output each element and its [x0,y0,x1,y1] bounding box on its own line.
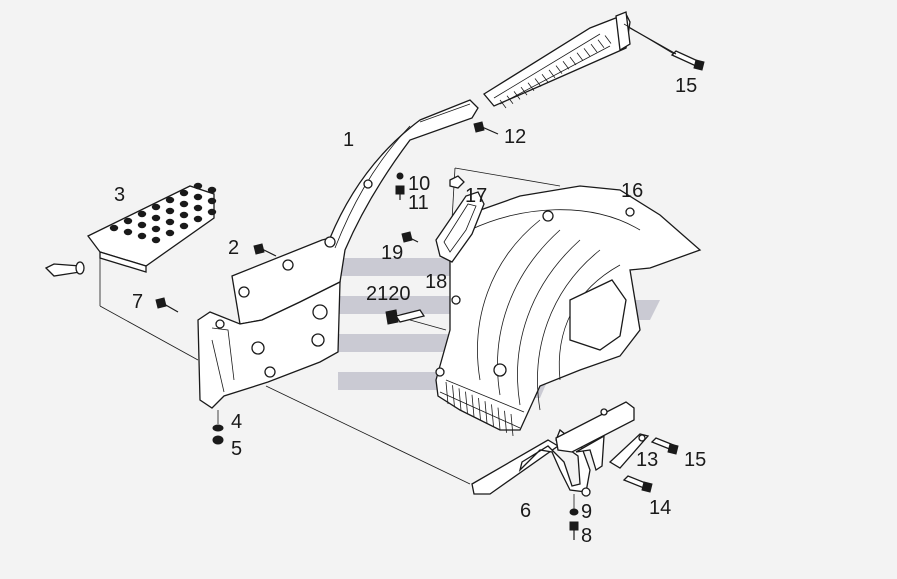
footplate-hole [165,218,175,226]
footplate-hole [109,224,119,232]
footplate-hole [193,215,203,223]
label-7: 7 [132,291,143,313]
footplate-hole [137,210,147,218]
footplate-hole [179,189,189,197]
footplate-hole [193,204,203,212]
footplate-hole [137,221,147,229]
rail-rib [527,82,535,92]
top-rail-assembly [483,11,705,109]
rail-rib [604,35,612,44]
label-3: 3 [114,184,125,206]
label-11: 11 [408,192,429,214]
label-12: 12 [504,126,526,148]
rail-rib [534,78,542,87]
label-8: 8 [581,525,592,547]
footplate-hole [151,236,161,244]
footplate-hole [179,200,189,208]
rail-rib [562,61,570,70]
rail-rib [499,99,507,109]
footplate-hole [165,207,175,215]
rail-rib [569,56,577,66]
label-5: 5 [231,438,242,460]
footplate-holes [109,182,217,244]
rail-rib [590,43,598,53]
label-16: 16 [621,180,643,202]
rail-rib [576,52,584,61]
label-2: 2 [228,237,239,259]
footplate-hole [179,222,189,230]
footplate-hole [151,203,161,211]
fender-rib [478,397,481,421]
label-15-top: 15 [675,75,697,97]
rail-rib [597,39,605,49]
footplate-hole [123,217,133,225]
label-15-bottom: 15 [684,449,706,471]
label-9: 9 [581,501,592,523]
rail-rib [513,91,521,100]
lower-bracket-part-6 [471,401,679,540]
fender-rib [510,413,514,437]
fender-rib [465,391,468,414]
footplate-hole [137,232,147,240]
loop-bracket-part-18 [435,191,485,263]
rail-rib [520,86,528,96]
leader-lines [99,23,675,485]
fasteners [155,121,499,445]
label-18: 18 [425,271,447,293]
fender-ribs [445,381,514,437]
footplate-hole [207,208,217,216]
fender-rib [458,388,462,411]
label-1: 1 [343,129,354,151]
label-19: 19 [381,242,403,264]
footplate-hole [179,211,189,219]
fender-part-16 [435,167,702,437]
fender-rib [471,394,475,417]
fender-rib [484,401,488,424]
label-13: 13 [636,449,658,471]
label-14: 14 [649,497,671,519]
side-panel-part-1 [197,99,479,409]
footplate-hole [207,197,217,205]
label-17: 17 [465,185,487,207]
rail-rib [583,48,591,57]
fender-rib [497,407,501,430]
rail-rib [506,95,514,104]
part-labels: 1 2 3 4 5 6 7 8 9 10 11 12 13 14 15 15 1… [114,75,706,547]
footplate-hole [151,225,161,233]
footplate-hole [165,196,175,204]
footplate-hole [193,182,203,190]
label-6: 6 [520,500,531,522]
fender-rib [491,404,494,427]
footplate-hole [123,228,133,236]
fender-rib [504,410,507,433]
label-10: 10 [408,173,430,195]
rail-rib [548,69,556,79]
footplate-hole [165,229,175,237]
rail-ribs [499,35,612,109]
footplate-part-3 [44,182,217,277]
rail-rib [555,65,563,74]
label-2120: 2120 [366,283,411,305]
rail-rib [541,73,549,83]
footplate-hole [151,214,161,222]
footplate-hole [207,186,217,194]
fender-rib [445,381,449,405]
label-4: 4 [231,411,242,433]
footplate-hole [193,193,203,201]
fender-rib [452,385,455,408]
